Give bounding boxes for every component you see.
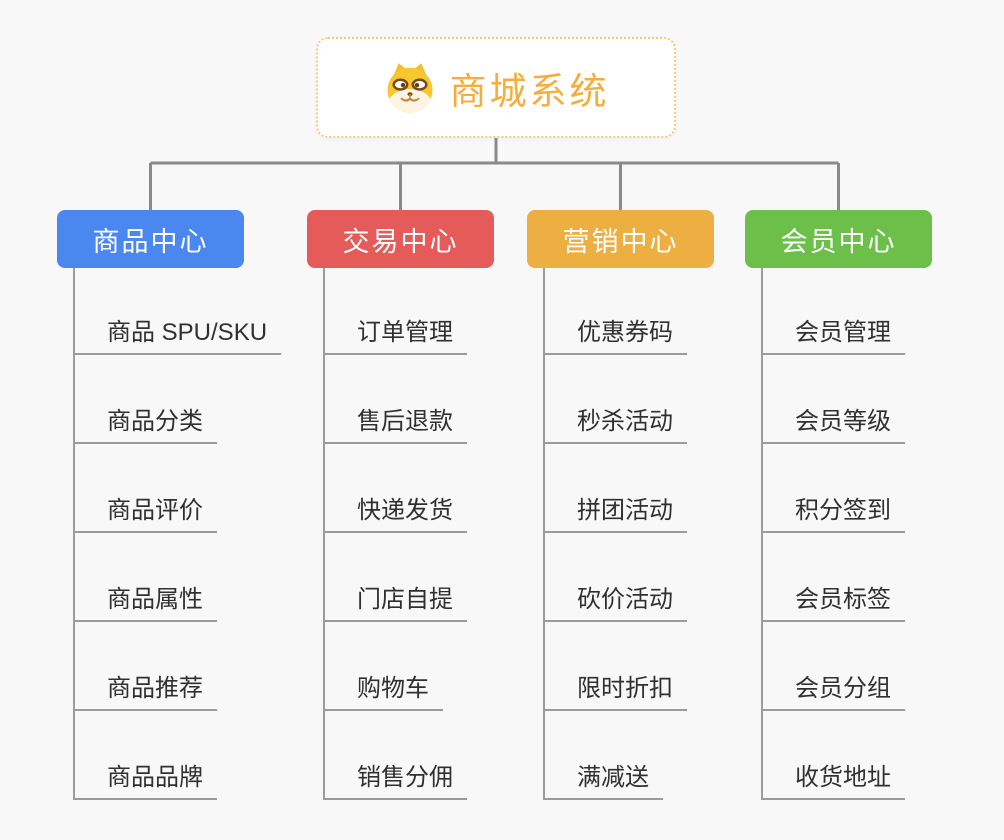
leaf-node[interactable]: 商品分类 [73,401,217,444]
leaf-node[interactable]: 商品推荐 [73,668,217,711]
branch-header-product-center[interactable]: 商品中心 [57,210,244,268]
branch-header-marketing-center[interactable]: 营销中心 [527,210,714,268]
leaf-node[interactable]: 门店自提 [323,579,467,622]
leaf-node[interactable]: 商品品牌 [73,757,217,800]
leaf-node[interactable]: 积分签到 [761,490,905,533]
leaf-node[interactable]: 会员等级 [761,401,905,444]
leaf-node[interactable]: 优惠券码 [543,312,687,355]
leaf-node[interactable]: 售后退款 [323,401,467,444]
root-node[interactable]: 商城系统 [316,37,676,138]
root-title: 商城系统 [449,70,610,112]
branch-header-member-center[interactable]: 会员中心 [745,210,932,268]
leaf-node[interactable]: 购物车 [323,668,443,711]
leaf-node[interactable]: 商品评价 [73,490,217,533]
leaf-node[interactable]: 销售分佣 [323,757,467,800]
branch-header-trade-center[interactable]: 交易中心 [307,210,494,268]
leaf-node[interactable]: 满减送 [543,757,663,800]
leaf-node[interactable]: 商品属性 [73,579,217,622]
leaf-node[interactable]: 订单管理 [323,312,467,355]
doge-icon [387,62,432,113]
branch-label: 营销中心 [562,226,679,257]
leaf-node[interactable]: 会员管理 [761,312,905,355]
leaf-node[interactable]: 拼团活动 [543,490,687,533]
leaf-node[interactable]: 快递发货 [323,490,467,533]
leaf-node[interactable]: 商品 SPU/SKU [73,312,282,355]
branch-label: 商品中心 [92,226,209,257]
leaf-node[interactable]: 砍价活动 [543,579,687,622]
leaf-node[interactable]: 会员分组 [761,668,905,711]
branch-label: 交易中心 [342,226,459,257]
leaf-node[interactable]: 收货地址 [761,757,905,800]
branch-label: 会员中心 [780,226,897,257]
leaf-node[interactable]: 秒杀活动 [543,401,687,444]
leaf-node[interactable]: 限时折扣 [543,668,687,711]
leaf-node[interactable]: 会员标签 [761,579,905,622]
